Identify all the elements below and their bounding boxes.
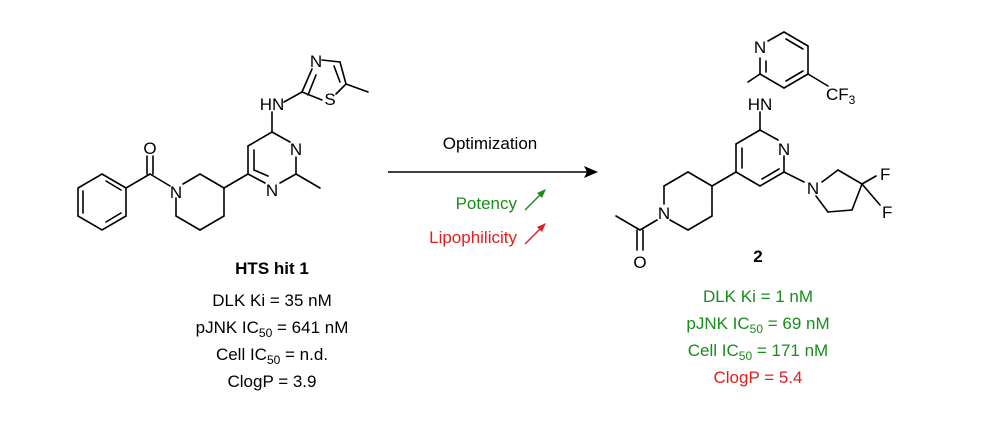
- atom-label: F: [882, 203, 892, 222]
- compound-2-structure: [615, 31, 881, 251]
- atom-label: HN: [748, 95, 773, 114]
- right-clogp: ClogP = 5.4: [713, 368, 802, 387]
- atom-label: HN: [260, 95, 285, 114]
- atom-label: S: [324, 90, 335, 109]
- left-dlk-ki: DLK Ki = 35 nM: [212, 291, 332, 310]
- left-cell-ic50: Cell IC50 = n.d.: [216, 345, 328, 367]
- atom-label: O: [143, 139, 156, 158]
- reaction-arrow: [388, 166, 598, 178]
- atom-label: CF3: [826, 85, 856, 107]
- atom-label: F: [880, 165, 890, 184]
- lipophilicity-up-arrow: [524, 223, 546, 245]
- hts-hit-1-label: HTS hit 1: [235, 259, 309, 278]
- right-cell-ic50: Cell IC50 = 171 nM: [688, 341, 828, 363]
- left-clogp: ClogP = 3.9: [227, 372, 316, 391]
- atom-label: N: [170, 183, 182, 202]
- atom-label: N: [658, 204, 670, 223]
- right-dlk-ki: DLK Ki = 1 nM: [703, 287, 813, 306]
- lipophilicity-label: Lipophilicity: [429, 228, 517, 247]
- atom-label: N: [807, 179, 819, 198]
- compound-2-label: 2: [753, 247, 762, 266]
- hts-hit-1-atoms: O N N N HN N S: [143, 52, 335, 202]
- atom-label: N: [290, 140, 302, 159]
- left-pjnk-ic50: pJNK IC50 = 641 nM: [196, 318, 349, 340]
- atom-label: N: [310, 52, 322, 71]
- hts-hit-1-structure: [77, 59, 369, 231]
- atom-label: N: [754, 38, 766, 57]
- optimization-label: Optimization: [443, 134, 537, 153]
- atom-label: N: [266, 181, 278, 200]
- atom-label: O: [633, 253, 646, 272]
- potency-up-arrow: [524, 189, 546, 211]
- atom-label: N: [778, 140, 790, 159]
- potency-label: Potency: [456, 194, 518, 213]
- compound-2-atoms: N CF3 HN N N F F N O: [633, 38, 892, 272]
- right-pjnk-ic50: pJNK IC50 = 69 nM: [686, 314, 829, 336]
